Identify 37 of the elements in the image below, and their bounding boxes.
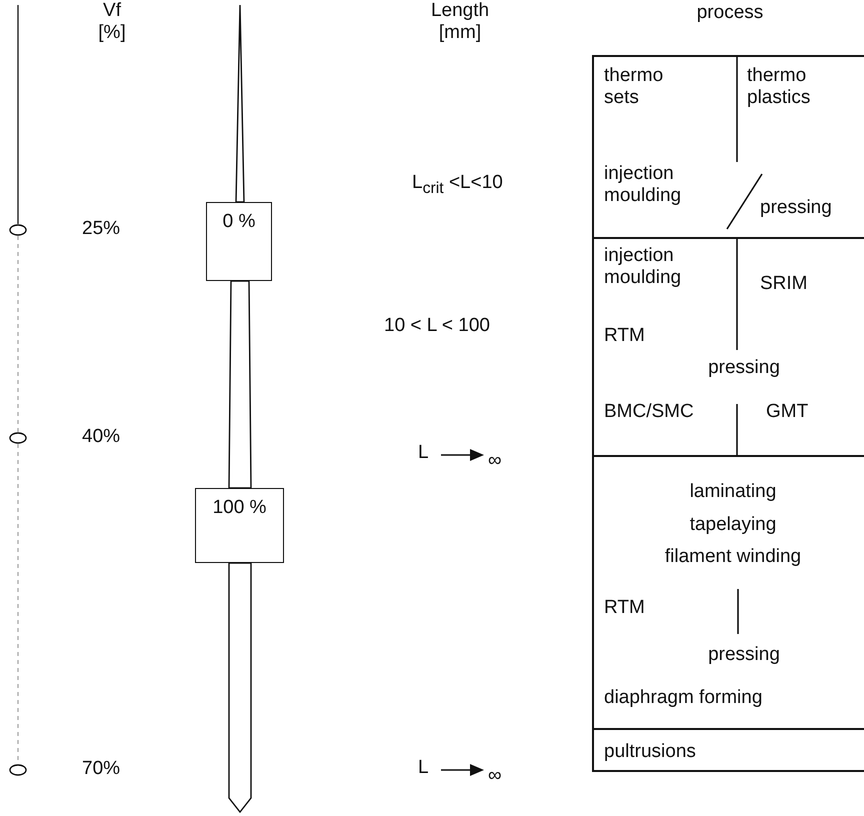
process-band <box>592 728 864 772</box>
process-name: injection moulding <box>604 245 682 289</box>
infinity-symbol: ∞ <box>488 765 503 787</box>
process-name: pressing <box>707 644 781 666</box>
process-name: thermo sets <box>604 65 664 109</box>
process-name: pressing <box>707 357 781 379</box>
process-name: injection moulding <box>604 163 682 207</box>
axis-title: Vf [%] <box>97 0 127 44</box>
fraction-value: 40% <box>82 426 122 448</box>
process-name: tapelaying <box>688 514 778 536</box>
column-heading: process <box>696 2 764 24</box>
process-band <box>592 55 864 237</box>
process-name: pressing <box>760 197 833 219</box>
pointer-value: 100 % <box>212 496 268 520</box>
process-name: GMT <box>766 401 810 423</box>
pointer-value: 0 % <box>222 210 256 234</box>
process-name: RTM <box>604 597 646 619</box>
fraction-value: 25% <box>82 218 122 240</box>
length-symbol: L <box>418 757 430 779</box>
process-name: laminating <box>688 481 778 503</box>
pointer-box <box>206 202 272 281</box>
process-name: RTM <box>604 325 646 347</box>
process-name: BMC/SMC <box>604 401 695 423</box>
length-range: L$_{crit}$ <L<10 <box>412 171 504 199</box>
process-band <box>592 455 864 728</box>
process-name: thermo plastics <box>747 65 812 109</box>
infinity-symbol: ∞ <box>488 450 503 472</box>
pointer-box <box>195 488 284 563</box>
fraction-value: 70% <box>82 758 122 780</box>
axis-title: Length [mm] <box>430 0 490 44</box>
process-name: pultrusions <box>604 741 697 763</box>
length-range: 10 < L < 100 <box>384 315 492 337</box>
process-name: SRIM <box>760 273 808 295</box>
process-band <box>592 237 864 455</box>
length-symbol: L <box>418 442 430 464</box>
process-name: filament winding <box>664 546 802 568</box>
process-name: diaphragm forming <box>604 687 764 709</box>
